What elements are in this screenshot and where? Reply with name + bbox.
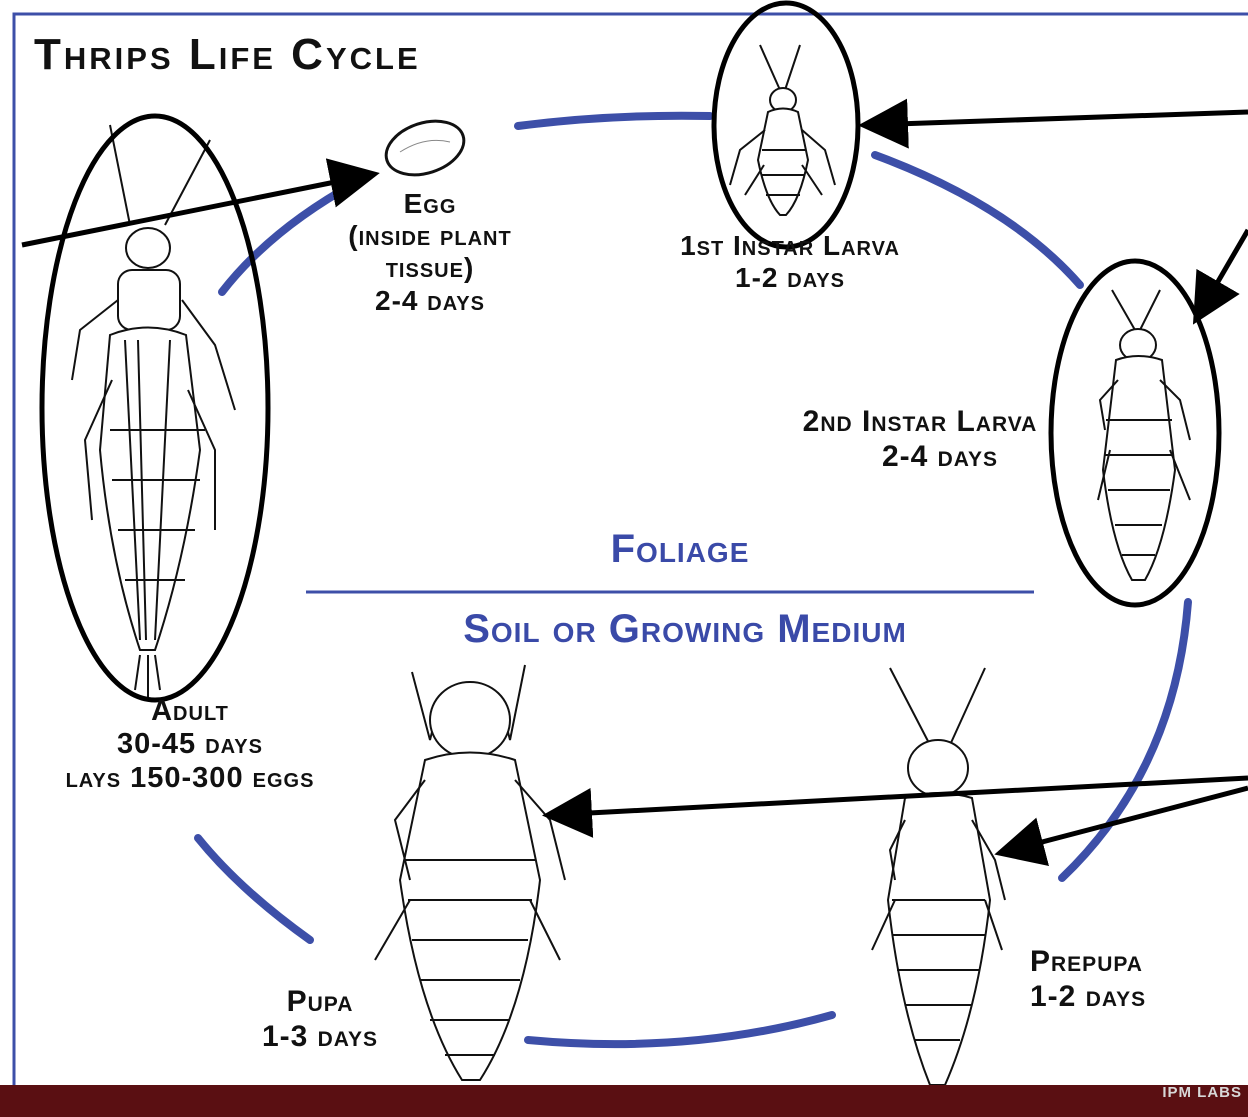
prepupa-name: Prepupa	[1030, 945, 1200, 980]
cycle-arc-larva2-to-prepupa	[1062, 602, 1188, 878]
cycle-arc-prepupa-to-pupa	[528, 1015, 832, 1044]
egg-note: (inside plant	[300, 220, 560, 252]
footer-bar	[0, 1085, 1248, 1117]
arrow-to-larva1	[868, 112, 1248, 125]
egg-illustration	[379, 112, 471, 184]
egg-note2: tissue)	[300, 252, 560, 284]
adult-name: Adult	[20, 695, 360, 728]
larva1-label: 1st Instar Larva 1-2 days	[630, 230, 950, 294]
pupa-duration: 1-3 days	[225, 1020, 415, 1055]
adult-eggs: lays 150-300 eggs	[20, 762, 360, 795]
larva2-illustration	[1098, 290, 1190, 580]
soil-label: Soil or Growing Medium	[370, 606, 1000, 652]
larva1-duration: 1-2 days	[630, 262, 950, 294]
adult-label: Adult 30-45 days lays 150-300 eggs	[20, 695, 360, 795]
arrow-to-pupa	[552, 778, 1248, 815]
larva1-illustration	[730, 45, 835, 215]
larva2-duration: 2-4 days	[745, 440, 1095, 475]
prepupa-duration: 1-2 days	[1030, 980, 1200, 1015]
larva1-name: 1st Instar Larva	[630, 230, 950, 262]
adult-thrips-illustration	[72, 125, 235, 700]
pupa-name: Pupa	[225, 985, 415, 1020]
cycle-arc-egg-to-larva1	[518, 116, 710, 126]
egg-name: Egg	[300, 188, 560, 220]
ipm-labs-logo: IPM LABS	[1162, 1084, 1242, 1101]
arrow-to-larva2	[1198, 230, 1248, 316]
larva2-label: 2nd Instar Larva 2-4 days	[745, 405, 1095, 474]
pupa-label: Pupa 1-3 days	[225, 985, 415, 1054]
cycle-arc-pupa-to-adult	[198, 838, 310, 940]
egg-duration: 2-4 days	[300, 285, 560, 317]
prepupa-label: Prepupa 1-2 days	[1030, 945, 1200, 1014]
diagram-title: Thrips Life Cycle	[34, 30, 421, 80]
adult-duration: 30-45 days	[20, 728, 360, 761]
larva2-name: 2nd Instar Larva	[745, 405, 1095, 440]
prepupa-illustration	[872, 668, 1005, 1085]
egg-label: Egg (inside plant tissue) 2-4 days	[300, 188, 560, 317]
foliage-label: Foliage	[560, 526, 800, 572]
